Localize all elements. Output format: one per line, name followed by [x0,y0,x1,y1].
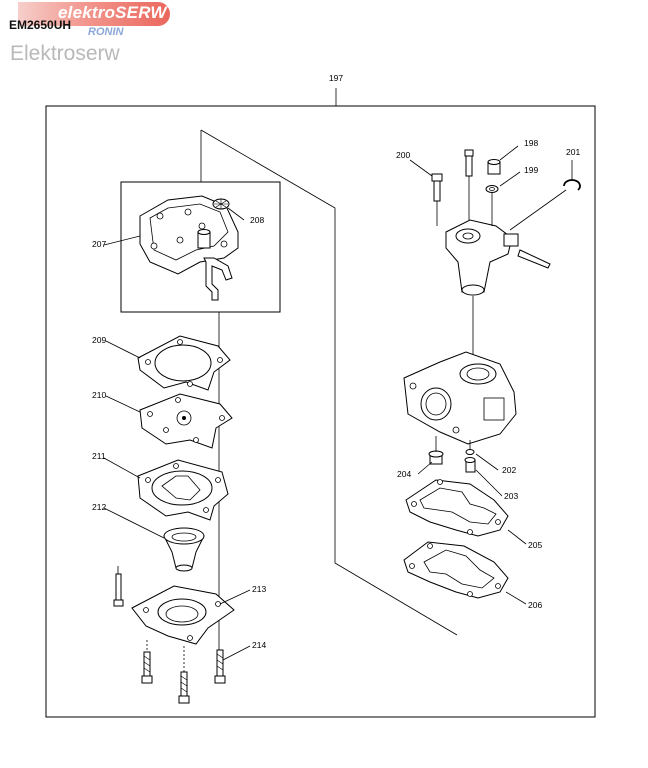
watermark: Elektroserw [10,42,120,65]
callout-200: 200 [396,150,410,160]
callout-197: 197 [329,73,343,83]
part-200-screw [431,173,443,202]
callout-208: 208 [250,215,264,225]
throttle-lever-assembly [445,219,551,296]
part-204-plug [428,450,444,465]
brand-logo-text: elektroSERW [58,3,167,22]
callout-214: 214 [252,640,266,650]
callout-202: 202 [502,465,516,475]
assembly-boundary-line [200,129,458,636]
model-code: EM2650UH [9,18,72,32]
part-199-washer [485,185,499,193]
screw-bottom-center [178,671,190,704]
part-211-housing [137,459,229,521]
part-208-filter-screen [212,198,230,210]
callout-211: 211 [92,451,106,461]
callout-210: 210 [92,390,106,400]
callout-198: 198 [524,138,538,148]
callout-203: 203 [504,491,518,501]
callout-212: 212 [92,502,106,512]
part-206-diaphragm [403,541,509,599]
part-209-gasket [137,335,231,391]
carburetor-body [403,351,517,445]
part-205-gasket [405,479,509,537]
screw-upper-center [464,149,474,177]
part-202-oring [465,449,475,455]
brand-badge [18,2,170,26]
screw-upper-left [113,573,124,607]
callout-205: 205 [528,540,542,550]
part-203-needle [464,457,476,473]
part-214-screw [214,649,226,684]
part-210-diaphragm [139,393,233,449]
inset-box-207 [120,181,281,313]
outer-frame [45,105,596,718]
callout-207: 207 [92,239,106,249]
callout-204: 204 [397,469,411,479]
part-207-pump-cover [139,195,239,301]
callout-213: 213 [252,584,266,594]
part-212-primer-bulb [163,527,205,572]
part-213-retainer-plate [131,585,235,645]
brand-sub-text: RONIN [88,26,124,38]
screw-bottom-left [141,651,153,684]
callout-199: 199 [524,165,538,175]
callout-206: 206 [528,600,542,610]
part-198-plug [487,159,501,175]
part-201-clip [563,179,581,191]
callout-201: 201 [566,147,580,157]
callout-209: 209 [92,335,106,345]
leader-lines [103,145,573,661]
